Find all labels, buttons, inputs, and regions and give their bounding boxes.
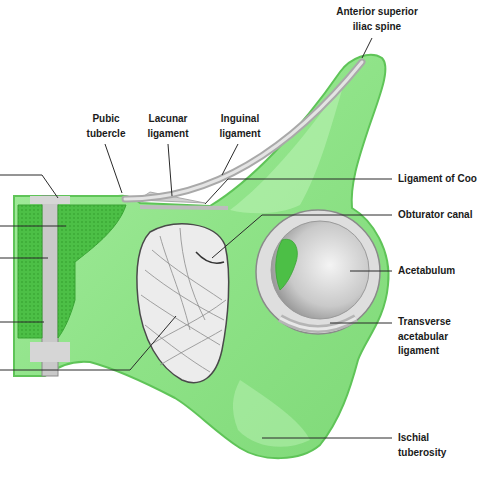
pubic-ligament: [30, 196, 70, 204]
part-label: Ligament of Coo: [398, 172, 477, 187]
pubic-ligament: [30, 342, 70, 362]
part-label: Anterior superior iliac spine: [329, 5, 425, 34]
part-label: Pubic tubercle: [77, 112, 135, 141]
label-box: Obturator canal: [398, 208, 472, 223]
label-box: Transverse acetabular ligament: [398, 315, 470, 359]
lunate-surface: [276, 239, 298, 290]
part-label: Inguinal ligament: [211, 112, 269, 141]
acetabular-rim: [256, 210, 380, 334]
bone-highlight: [233, 380, 310, 447]
part-label: Lacunar ligament: [139, 112, 197, 141]
label-box: Pubic tubercle: [77, 112, 135, 141]
part-label: Acetabulum: [398, 264, 455, 279]
pubic-surface: [18, 205, 42, 338]
label-box: Ischial tuberosity: [398, 431, 470, 460]
inguinal-ligament-highlight: [125, 62, 362, 199]
hip-bone: [14, 55, 389, 458]
label-box: Lacunar ligament: [139, 112, 197, 141]
label-box: Anterior superior iliac spine: [329, 5, 425, 34]
label-box: Acetabulum: [398, 264, 455, 279]
pubic-surface: [58, 205, 126, 338]
part-label: Obturator canal: [398, 208, 472, 223]
part-label: Transverse acetabular ligament: [398, 315, 470, 359]
label-box: Ligament of Coo: [398, 172, 477, 187]
label-box: Inguinal ligament: [211, 112, 269, 141]
acetabular-fossa: [271, 221, 369, 319]
part-label: Ischial tuberosity: [398, 431, 470, 460]
leader-lines: [0, 38, 392, 438]
inguinal-ligament: [125, 62, 362, 199]
obturator-canal: [196, 252, 224, 263]
membrane-fibers: [141, 228, 226, 372]
obturator-membrane: [137, 224, 229, 383]
cooper-ligament: [140, 207, 228, 208]
